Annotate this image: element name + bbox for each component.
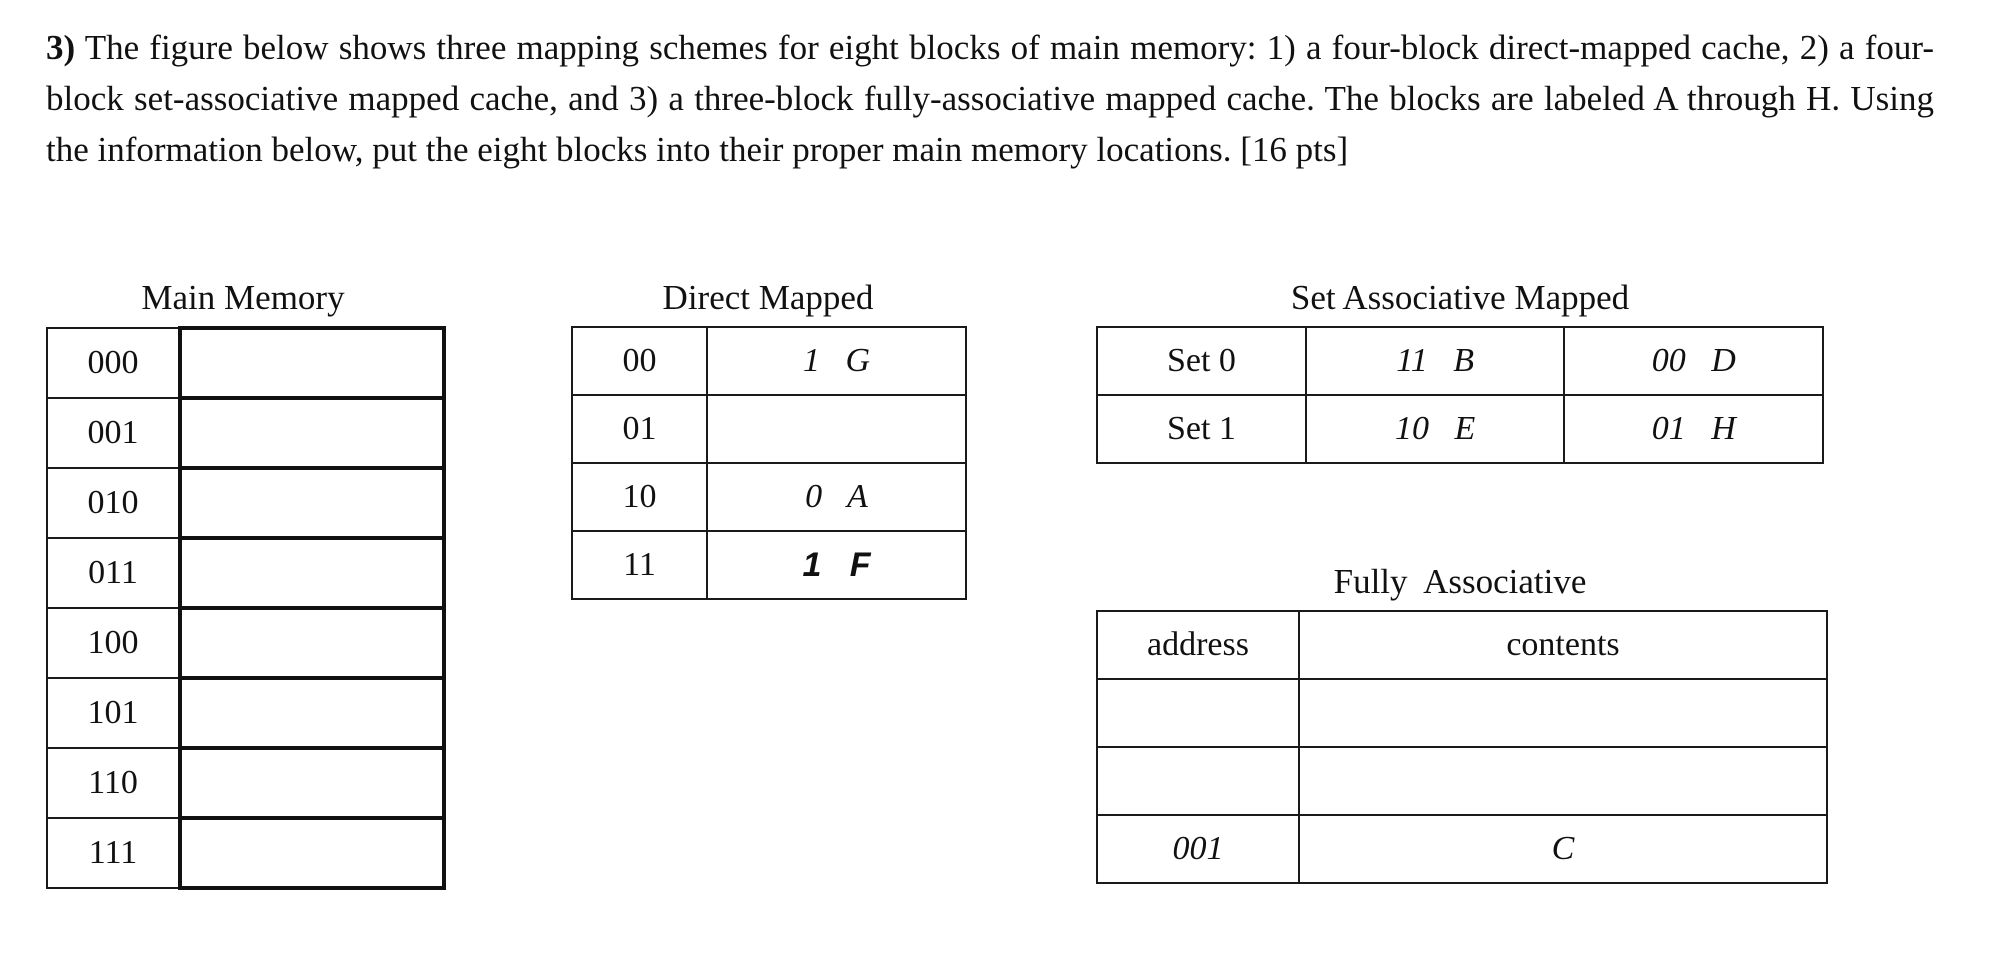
fully-associative-panel: Fully Associative address contents 001 C [1096, 562, 1828, 884]
main-memory-contents-1[interactable] [178, 396, 446, 470]
table-row [1096, 746, 1828, 816]
question-paragraph: 3) The figure below shows three mapping … [46, 22, 1934, 175]
direct-mapped-contents-3[interactable]: 1 F [706, 530, 967, 600]
main-memory-contents-2[interactable] [178, 466, 446, 540]
fully-associative-table: address contents 001 C [1096, 610, 1828, 884]
table-row: 001 [46, 396, 446, 470]
fully-associative-address-1[interactable] [1096, 746, 1300, 816]
main-memory-title: Main Memory [141, 278, 345, 317]
main-memory-address-0: 000 [46, 327, 181, 399]
fully-associative-header-address: address [1096, 610, 1300, 680]
fully-associative-contents-2[interactable]: C [1298, 814, 1828, 884]
set-associative-title: Set Associative Mapped [1290, 278, 1630, 317]
fully-associative-header-contents: contents [1298, 610, 1828, 680]
table-row: 000 [46, 326, 446, 400]
main-memory-contents-6[interactable] [178, 746, 446, 820]
fully-associative-address-0[interactable] [1096, 678, 1300, 748]
main-memory-contents-0[interactable] [178, 326, 446, 400]
table-row: 10 0 A [571, 462, 967, 532]
set-associative-table: Set 0 11 B 00 D Set 1 10 E 01 H [1096, 326, 1824, 464]
direct-mapped-contents-0[interactable]: 1 G [706, 326, 967, 396]
direct-mapped-address-2: 10 [571, 462, 708, 532]
table-header-row: address contents [1096, 610, 1828, 680]
main-memory-panel: Main Memory 000 001 010 011 100 [46, 278, 446, 890]
direct-mapped-contents-2[interactable]: 0 A [706, 462, 967, 532]
question-text: The figure below shows three mapping sch… [46, 28, 1934, 169]
table-row: 111 [46, 816, 446, 890]
fully-associative-title: Fully Associative [1333, 562, 1587, 601]
table-row: 110 [46, 746, 446, 820]
main-memory-address-7: 111 [46, 817, 181, 889]
direct-mapped-address-0: 00 [571, 326, 708, 396]
direct-mapped-table: 00 1 G 01 10 0 A 11 1 F [571, 326, 967, 600]
main-memory-address-4: 100 [46, 607, 181, 679]
fully-associative-contents-0[interactable] [1298, 678, 1828, 748]
main-memory-contents-4[interactable] [178, 606, 446, 680]
direct-mapped-address-1: 01 [571, 394, 708, 464]
question-number: 3) [46, 28, 76, 67]
set-associative-set-label-1: Set 1 [1096, 394, 1307, 464]
set-associative-set-label-0: Set 0 [1096, 326, 1307, 396]
table-row: 100 [46, 606, 446, 680]
direct-mapped-address-3: 11 [571, 530, 708, 600]
table-row: 011 [46, 536, 446, 610]
set-associative-way0-1[interactable]: 10 E [1304, 394, 1566, 464]
direct-mapped-title: Direct Mapped [662, 278, 874, 317]
set-associative-way0-0[interactable]: 11 B [1304, 326, 1566, 396]
table-row [1096, 678, 1828, 748]
main-memory-contents-7[interactable] [178, 816, 446, 890]
main-memory-address-6: 110 [46, 747, 181, 819]
main-memory-contents-5[interactable] [178, 676, 446, 750]
table-row: 101 [46, 676, 446, 750]
main-memory-address-3: 011 [46, 537, 181, 609]
table-row: 010 [46, 466, 446, 540]
set-associative-way1-0[interactable]: 00 D [1563, 326, 1824, 396]
table-row: 001 C [1096, 814, 1828, 884]
table-row: 01 [571, 394, 967, 464]
direct-mapped-panel: Direct Mapped 00 1 G 01 10 0 A 11 1 F [571, 278, 967, 600]
set-associative-way1-1[interactable]: 01 H [1563, 394, 1824, 464]
main-memory-address-5: 101 [46, 677, 181, 749]
main-memory-address-1: 001 [46, 397, 181, 469]
main-memory-table: 000 001 010 011 100 101 [46, 326, 446, 890]
table-row: 11 1 F [571, 530, 967, 600]
fully-associative-contents-1[interactable] [1298, 746, 1828, 816]
main-memory-contents-3[interactable] [178, 536, 446, 610]
main-memory-address-2: 010 [46, 467, 181, 539]
table-row: 00 1 G [571, 326, 967, 396]
direct-mapped-contents-1[interactable] [706, 394, 967, 464]
table-row: Set 1 10 E 01 H [1096, 394, 1824, 464]
set-associative-panel: Set Associative Mapped Set 0 11 B 00 D S… [1096, 278, 1824, 464]
table-row: Set 0 11 B 00 D [1096, 326, 1824, 396]
fully-associative-address-2[interactable]: 001 [1096, 814, 1300, 884]
